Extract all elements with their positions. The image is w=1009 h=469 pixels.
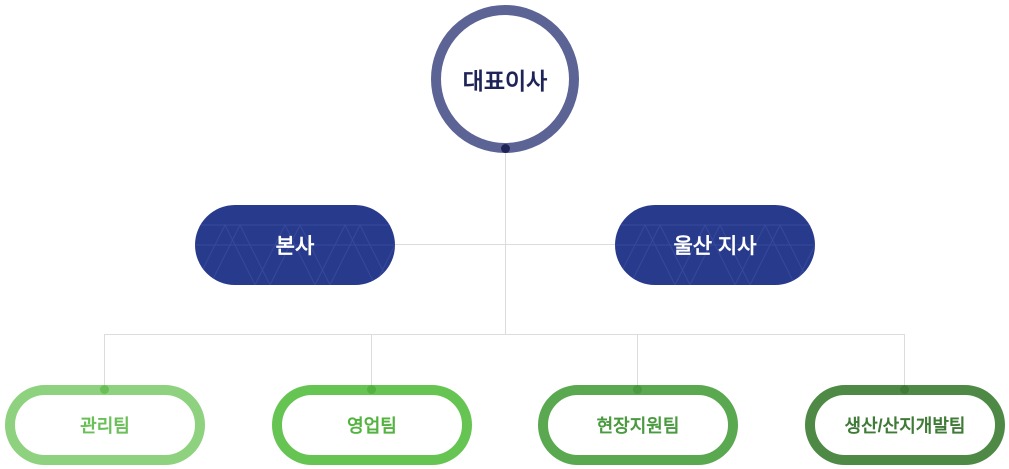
ceo-node[interactable]: 대표이사 bbox=[431, 5, 579, 153]
branch-connector-line bbox=[395, 244, 615, 245]
team-connector-dot bbox=[100, 385, 109, 394]
team-drop-line-1 bbox=[104, 334, 105, 390]
team-node-sales[interactable]: 영업팀 bbox=[272, 385, 472, 465]
team-node-field-support[interactable]: 현장지원팀 bbox=[538, 385, 738, 465]
team-label: 영업팀 bbox=[347, 416, 397, 436]
team-drop-line-3 bbox=[637, 334, 638, 390]
branch-label: 본사 bbox=[275, 235, 315, 258]
ceo-connector-dot bbox=[501, 144, 510, 153]
team-node-production[interactable]: 생산/산지개발팀 bbox=[805, 385, 1005, 465]
triangle-pattern-decoration bbox=[615, 223, 815, 285]
team-connector-dot bbox=[900, 385, 909, 394]
team-connector-dot bbox=[633, 385, 642, 394]
team-drop-line-4 bbox=[904, 334, 905, 390]
team-label: 현장지원팀 bbox=[596, 416, 680, 436]
branch-label: 울산 지사 bbox=[673, 235, 757, 258]
triangle-pattern-decoration bbox=[195, 223, 395, 285]
team-connector-line bbox=[104, 334, 905, 335]
ceo-label: 대표이사 bbox=[462, 68, 548, 94]
ceo-trunk-line bbox=[505, 150, 506, 334]
team-drop-line-2 bbox=[371, 334, 372, 390]
branch-node-ulsan[interactable]: 울산 지사 bbox=[615, 205, 815, 285]
team-node-admin[interactable]: 관리팀 bbox=[5, 385, 205, 465]
team-label: 생산/산지개발팀 bbox=[844, 416, 966, 436]
team-label: 관리팀 bbox=[80, 416, 130, 436]
branch-node-headquarters[interactable]: 본사 bbox=[195, 205, 395, 285]
team-connector-dot bbox=[367, 385, 376, 394]
